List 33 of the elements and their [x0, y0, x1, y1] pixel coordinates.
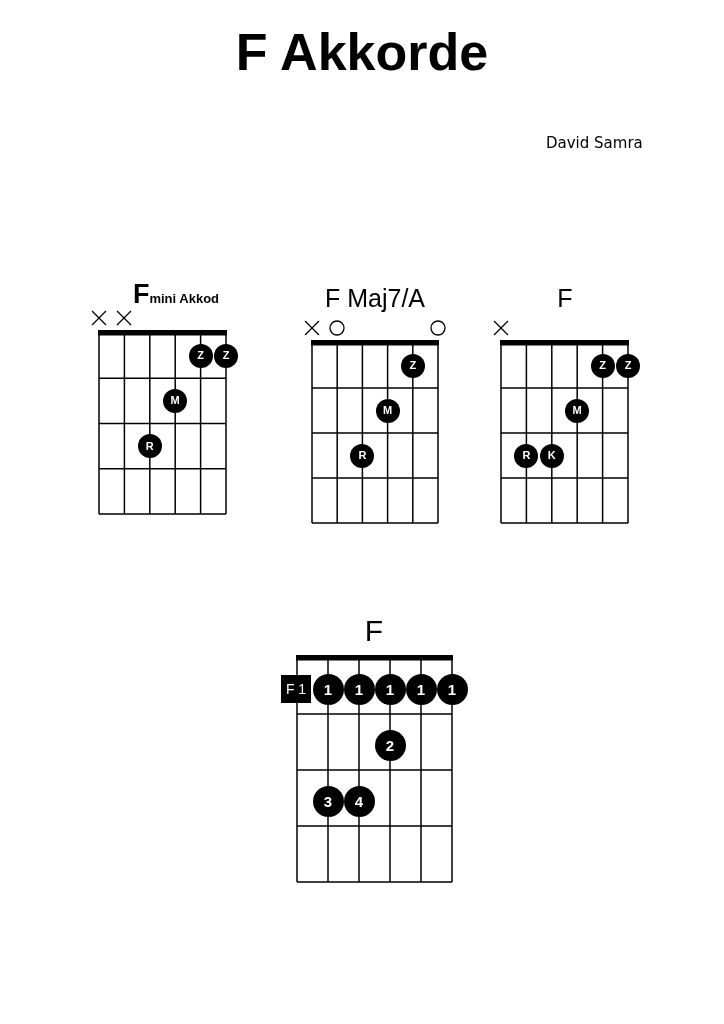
finger-dot: 2: [374, 729, 406, 761]
fret-label: F 1: [281, 675, 311, 703]
circle-icon: [329, 320, 346, 336]
cross-icon: [116, 310, 133, 326]
finger-dot: R: [137, 434, 162, 459]
finger-dot: R: [514, 443, 539, 468]
finger-dot: 1: [343, 673, 375, 705]
finger-dot: 3: [312, 785, 344, 817]
finger-dot: Z: [188, 343, 213, 368]
finger-dot: M: [375, 398, 400, 423]
finger-dot: Z: [400, 353, 425, 378]
finger-dot: Z: [214, 343, 238, 368]
cross-icon: [91, 310, 107, 326]
author-name: David Samra: [546, 134, 643, 152]
finger-dot: 1: [312, 673, 344, 705]
finger-dot: M: [565, 398, 590, 423]
finger-dot: 1: [436, 673, 468, 705]
finger-dot: K: [539, 443, 564, 468]
chord-name: Fmini Akkod: [132, 281, 220, 308]
page-title: F Akkorde: [235, 24, 489, 80]
chord-name: F: [557, 286, 573, 311]
finger-dot: 1: [405, 673, 437, 705]
cross-icon: [493, 320, 509, 336]
finger-dot: 4: [343, 785, 375, 817]
finger-dot: M: [163, 388, 188, 413]
finger-dot: 1: [374, 673, 406, 705]
finger-dot: R: [350, 443, 375, 468]
finger-dot: Z: [590, 353, 615, 378]
chord-name: F Maj7/A: [325, 286, 425, 311]
cross-icon: [304, 320, 320, 336]
circle-icon: [430, 320, 446, 336]
chord-name: F: [364, 616, 384, 646]
finger-dot: Z: [616, 353, 640, 378]
